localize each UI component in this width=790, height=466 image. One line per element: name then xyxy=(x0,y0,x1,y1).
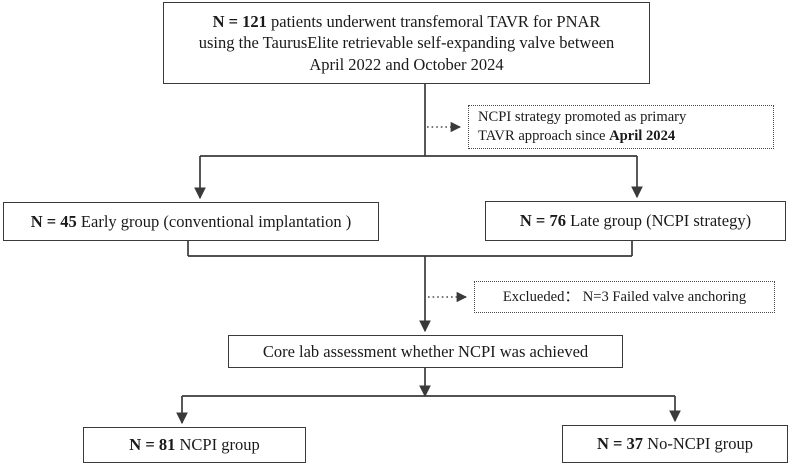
core-lab-assessment-box: Core lab assessment whether NCPI was ach… xyxy=(228,335,623,368)
ncpi-group-count: N = 81 xyxy=(129,435,176,455)
ncpi-group-box: N = 81 NCPI group xyxy=(83,427,306,463)
late-group-box: N = 76 Late group (NCPI strategy) xyxy=(485,201,786,241)
early-group-label: Early group (conventional implantation ) xyxy=(76,211,352,231)
early-group-count: N = 45 xyxy=(30,211,77,231)
no-ncpi-group-box: N = 37 No-NCPI group xyxy=(562,425,788,463)
ncpi-promotion-note-body: NCPI strategy promoted as primary TAVR a… xyxy=(478,109,687,144)
early-group-box: N = 45 Early group (conventional implant… xyxy=(3,202,379,241)
no-ncpi-group-count: N = 37 xyxy=(596,434,644,454)
ncpi-promotion-note-text: NCPI strategy promoted as primary TAVR a… xyxy=(469,108,692,145)
excluded-note-text: Exclueded： N=3 Failed valve anchoring xyxy=(502,288,747,305)
core-lab-assessment-text: Core lab assessment whether NCPI was ach… xyxy=(262,341,589,361)
ncpi-group-label: NCPI group xyxy=(175,435,260,455)
ncpi-group-text: N = 81 NCPI group xyxy=(123,434,265,455)
no-ncpi-group-label: No-NCPI group xyxy=(643,434,754,454)
ncpi-promotion-date: April 2024 xyxy=(609,128,676,144)
enrollment-count: N = 121 xyxy=(212,12,267,32)
no-ncpi-group-text: N = 37 No-NCPI group xyxy=(591,433,759,454)
late-group-label: Late group (NCPI strategy) xyxy=(565,211,752,231)
enrollment-description: patients underwent transfemoral TAVR for… xyxy=(198,12,615,74)
enrollment-box: N = 121 patients underwent transfemoral … xyxy=(163,2,650,84)
enrollment-box-text: N = 121 patients underwent transfemoral … xyxy=(189,11,624,74)
late-group-count: N = 76 xyxy=(519,211,566,231)
early-group-text: N = 45 Early group (conventional implant… xyxy=(25,211,358,232)
late-group-text: N = 76 Late group (NCPI strategy) xyxy=(514,210,757,231)
ncpi-promotion-note: NCPI strategy promoted as primary TAVR a… xyxy=(468,105,774,149)
excluded-note: Exclueded： N=3 Failed valve anchoring xyxy=(474,281,775,313)
